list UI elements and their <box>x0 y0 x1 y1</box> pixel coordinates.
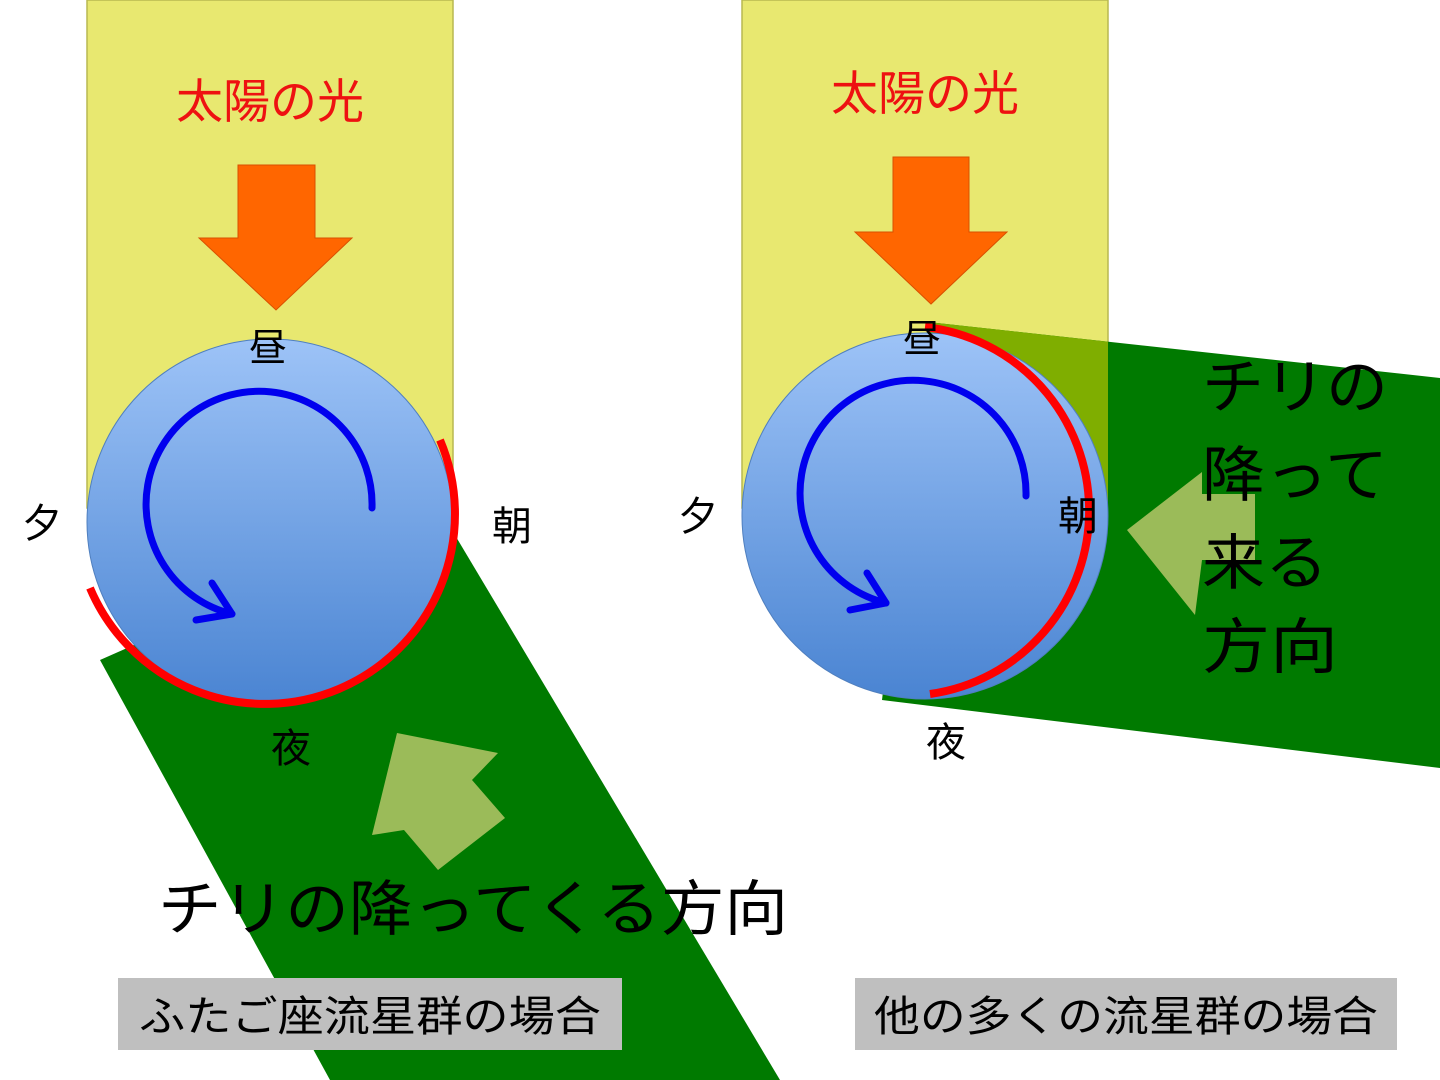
left-sun-arrow <box>197 164 354 311</box>
left-rotation-arrowhead <box>192 579 236 624</box>
left-rotation-arrow <box>142 387 376 618</box>
left-dust-direction-label: チリの降ってくる方向 <box>158 875 788 945</box>
right-dust-label-line: 来る <box>1202 529 1328 599</box>
right-earth-globe <box>741 332 1109 700</box>
right-dust-direction-arrow <box>1127 472 1255 615</box>
left-sun-label: 太陽の光 <box>176 75 364 130</box>
left-exposed-arc <box>86 438 459 708</box>
right-rotation-arrow <box>796 376 1030 607</box>
right-exposed-arc <box>924 323 1094 698</box>
right-night-label: 夜 <box>926 720 966 766</box>
right-panel: 太陽の光 昼 夕 朝 夜 チリの 降って 来る 方向 他の多くの流星群の場合 <box>678 0 1440 1050</box>
right-dust-direction-label: チリの 降って 来る 方向 <box>1202 353 1388 683</box>
left-morning-label: 朝 <box>492 504 532 550</box>
left-panel: 太陽の光 昼 夕 朝 夜 チリの降ってくる方向 ふたご座流星群の場合 <box>22 0 788 1080</box>
left-night-label: 夜 <box>271 726 311 772</box>
right-sun-label: 太陽の光 <box>831 67 1019 122</box>
left-caption-box <box>118 978 622 1050</box>
right-rotation-arrowhead <box>846 569 890 614</box>
left-dust-direction-arrow <box>372 733 505 870</box>
right-dust-label-line: 降って <box>1202 441 1388 511</box>
left-noon-label: 昼 <box>249 326 287 370</box>
right-noon-label: 昼 <box>903 317 941 361</box>
left-caption: ふたご座流星群の場合 <box>139 992 601 1041</box>
right-evening-label: 夕 <box>678 494 718 540</box>
right-sun-arrow <box>853 156 1009 305</box>
right-morning-label: 朝 <box>1058 494 1098 540</box>
right-dust-label-line: 方向 <box>1202 613 1338 683</box>
right-caption-box <box>855 978 1397 1050</box>
left-evening-label: 夕 <box>22 501 62 547</box>
right-dust-label-line: チリの <box>1202 353 1388 423</box>
right-caption: 他の多くの流星群の場合 <box>874 992 1378 1041</box>
